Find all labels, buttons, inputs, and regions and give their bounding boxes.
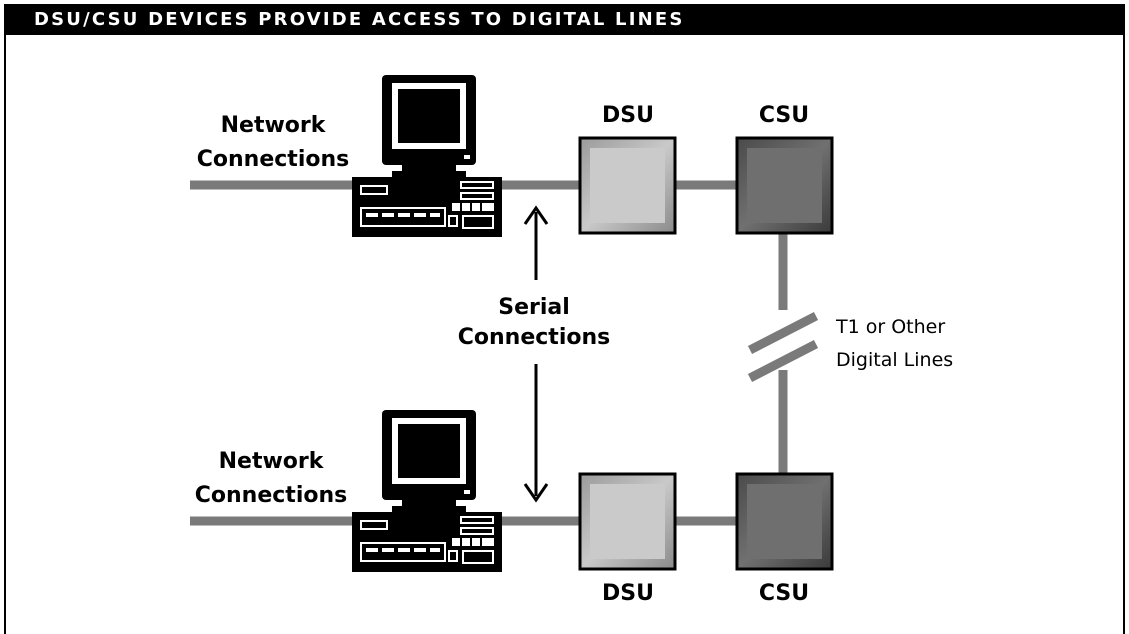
serial-label-line2: Connections [458,325,610,350]
digital-lines-label-line2: Digital Lines [836,349,953,371]
computer-icon [352,75,502,237]
dsu-label-top: DSU [602,103,654,128]
line-break-icon [747,310,819,383]
csu-label-top: CSU [759,103,809,128]
frame-border-right [1123,35,1125,634]
dsu-label-bottom: DSU [602,581,654,606]
csu-box-top [735,136,834,235]
digital-lines-label-line1: T1 or Other [835,316,945,338]
diagram-title: DSU/CSU DEVICES PROVIDE ACCESS TO DIGITA… [4,4,1125,35]
network-label-bottom-line2: Connections [195,483,347,508]
csu-label-bottom: CSU [759,581,809,606]
csu-box-bottom [735,472,834,571]
network-label-bottom-line1: Network [219,449,325,474]
arrow-down-icon [523,364,549,503]
arrow-up-icon [523,205,549,280]
network-label-top-line2: Connections [197,147,349,172]
frame-border-left [4,35,6,634]
computer-icon [352,410,502,572]
dsu-box-top [578,136,677,235]
network-label-top-line1: Network [221,113,327,138]
dsu-box-bottom [578,472,677,571]
serial-label-line1: Serial [498,295,570,320]
